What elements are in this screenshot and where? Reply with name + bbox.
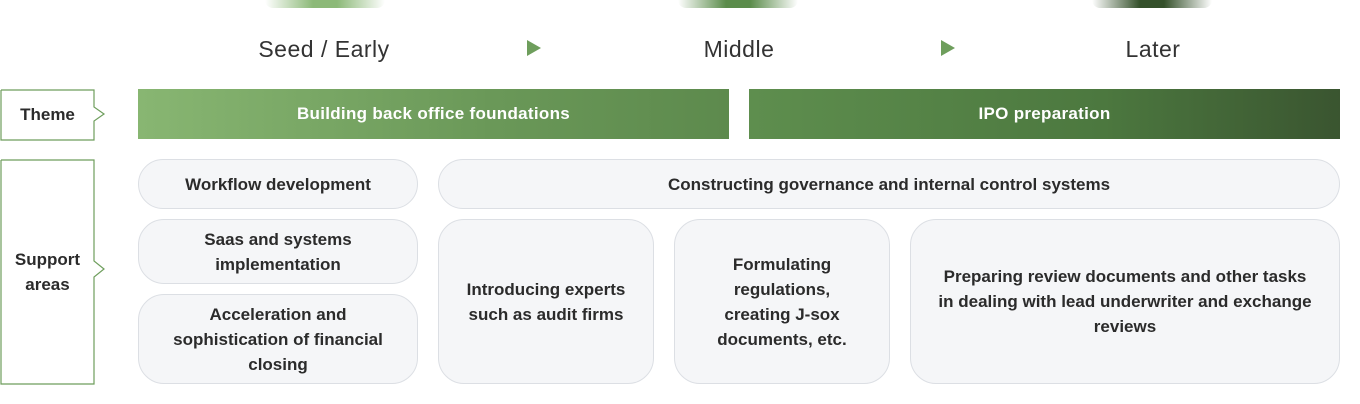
support-box-workflow: Workflow development <box>138 159 418 209</box>
theme-band-ipo: IPO preparation <box>749 89 1340 139</box>
stage-glow-middle <box>678 0 798 8</box>
support-box-review: Preparing review documents and other tas… <box>910 219 1340 384</box>
theme-tag <box>0 89 106 141</box>
stage-glow-later <box>1092 0 1212 8</box>
theme-label: Theme <box>20 105 75 124</box>
stage-label-seed-early: Seed / Early <box>258 36 390 62</box>
support-areas-tag <box>0 159 105 385</box>
support-box-saas: Saas and systems implementation <box>138 219 418 284</box>
support-box-regulations: Formulating regulations, creating J-sox … <box>674 219 890 384</box>
theme-band-back-office: Building back office foundations <box>138 89 729 139</box>
support-areas-label: Support areas <box>14 250 81 294</box>
stage-glow-seed <box>265 0 385 8</box>
right-arrow-icon <box>941 40 955 56</box>
stage-label-middle: Middle <box>703 36 775 62</box>
support-box-experts: Introducing experts such as audit firms <box>438 219 654 384</box>
stage-label-later: Later <box>1125 36 1181 62</box>
support-box-acceleration: Acceleration and sophistication of finan… <box>138 294 418 384</box>
support-box-governance: Constructing governance and internal con… <box>438 159 1340 209</box>
right-arrow-icon <box>527 40 541 56</box>
